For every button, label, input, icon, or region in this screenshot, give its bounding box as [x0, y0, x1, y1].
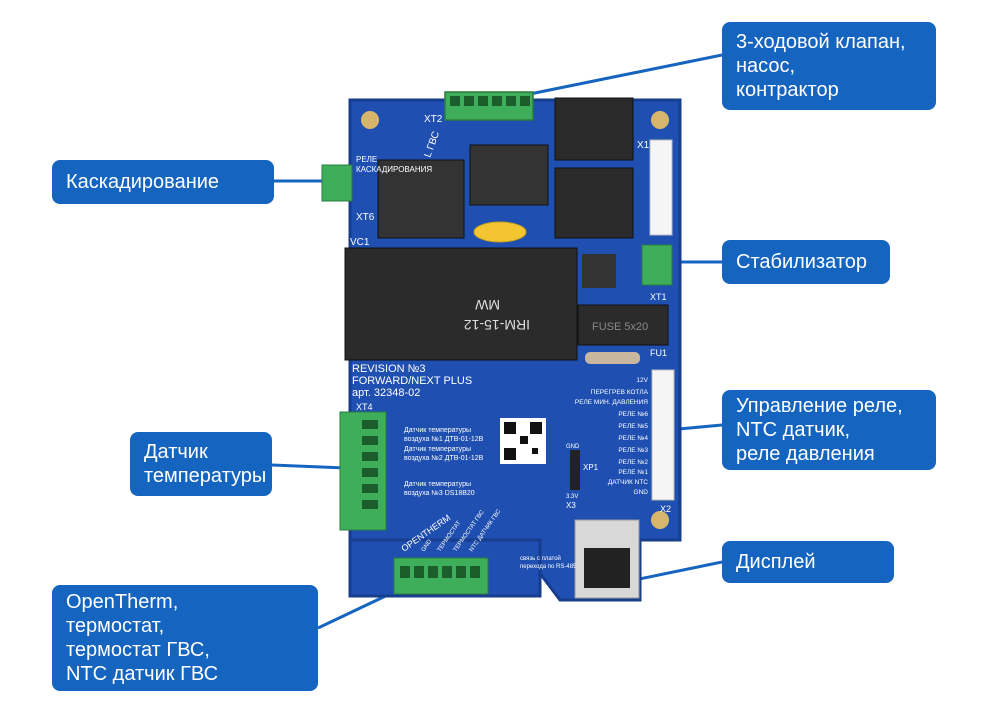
label-x1: X1: [637, 140, 650, 151]
sensor1-line1: Датчик температуры: [404, 427, 471, 434]
callout-line: термостат ГВС,: [66, 639, 210, 661]
relay-block: [377, 97, 634, 239]
psu-model: IRM-15-12: [464, 317, 530, 333]
sensor2-line1: Датчик температуры: [404, 446, 471, 453]
terminal-xt1: [641, 244, 673, 286]
sensor2-line2: воздуха №2 ДТВ-01-12В: [404, 455, 484, 462]
label-model: FORWARD/NEXT PLUS: [352, 375, 472, 387]
leader-valve: [524, 53, 723, 97]
label-xp1-33v: 3.3V: [566, 494, 578, 500]
callout-line: Стабилизатор: [736, 251, 868, 273]
callout-cascade: Каскадирование: [52, 160, 274, 204]
callout-line: температуры: [144, 465, 267, 487]
right-label: РЕЛЕ №5: [618, 423, 648, 430]
callout-opentherm: OpenTherm, термостат, термостат ГВС, NTC…: [52, 585, 318, 691]
fuse-holder: [577, 304, 669, 346]
label-x2: X2: [660, 504, 671, 514]
sensor3-line1: Датчик температуры: [404, 481, 471, 488]
label-x3: X3: [566, 501, 576, 510]
label-revision: REVISION №3: [352, 363, 426, 375]
switch: [582, 254, 616, 288]
callout-line: Дисплей: [736, 551, 816, 573]
label-xt6: XT6: [356, 212, 375, 223]
connector-x2: [651, 369, 675, 501]
right-label: РЕЛЕ №1: [618, 469, 648, 476]
label-xp1: XP1: [583, 463, 599, 472]
right-label: ДАТЧИК NTC: [608, 479, 648, 486]
label-rs485-1: связь с платой: [520, 555, 561, 562]
label-relay-cascade-2: КАСКАДИРОВАНИЯ: [356, 165, 432, 174]
callout-stabilizer: Стабилизатор: [722, 240, 890, 284]
mount-hole: [361, 111, 379, 129]
callout-temp: Датчик температуры: [130, 432, 272, 496]
mount-hole: [651, 511, 669, 529]
callout-line: NTC датчик ГВС: [66, 663, 219, 685]
right-label: GND: [634, 489, 649, 496]
right-label: 12V: [636, 377, 648, 384]
label-vc1: VC1: [350, 237, 370, 248]
label-relay-cascade-1: РЕЛЕ: [356, 155, 377, 164]
right-label: РЕЛЕ №6: [618, 411, 648, 418]
connector-x1: [649, 139, 673, 236]
callout-line: NTC датчик,: [736, 419, 851, 441]
right-label: РЕЛЕ МИН. ДАВЛЕНИЯ: [575, 399, 648, 406]
label-xt1: XT1: [650, 292, 667, 302]
right-labels: 12V ПЕРЕГРЕВ КОТЛА РЕЛЕ МИН. ДАВЛЕНИЯ РЕ…: [575, 377, 649, 496]
callout-relay: Управление реле, NTC датчик, реле давлен…: [722, 390, 936, 470]
callout-line: OpenTherm,: [66, 591, 179, 613]
terminal-xt2: [444, 91, 534, 121]
callout-line: контрактор: [736, 79, 839, 101]
header-xp1: [570, 450, 580, 490]
yellow-capacitor: [473, 221, 527, 243]
psu-brand: MW: [474, 297, 500, 313]
label-fu1: FU1: [650, 348, 667, 358]
callout-line: Каскадирование: [66, 171, 220, 193]
label-xt2: XT2: [424, 114, 443, 125]
callout-line: Датчик: [144, 441, 208, 463]
fuse-label: FUSE 5x20: [592, 321, 648, 333]
terminal-xt6: [321, 164, 353, 202]
psu-module: [344, 247, 578, 361]
callout-line: 3-ходовой клапан,: [736, 31, 906, 53]
callout-line: реле давления: [736, 443, 875, 465]
sensor1-line2: воздуха №1 ДТВ-01-12В: [404, 436, 484, 443]
leader-lines: [271, 53, 723, 630]
qr-code: [500, 418, 546, 464]
callout-display: Дисплей: [722, 541, 894, 583]
right-label: РЕЛЕ №4: [618, 435, 648, 442]
right-label: РЕЛЕ №2: [618, 459, 648, 466]
callout-line: термостат,: [66, 615, 165, 637]
callout-line: насос,: [736, 55, 796, 77]
right-label: ПЕРЕГРЕВ КОТЛА: [591, 389, 649, 396]
callout-line: Управление реле,: [736, 395, 903, 417]
label-article: арт. 32348-02: [352, 387, 420, 399]
mount-hole: [651, 111, 669, 129]
leader-temp: [271, 463, 347, 470]
label-rs485-2: перехода по RS-485: [520, 564, 577, 570]
label-xp1-gnd: GND: [566, 444, 580, 450]
label-xt4: XT4: [356, 402, 373, 412]
resistor: [585, 352, 640, 364]
callout-valve: 3-ходовой клапан, насос, контрактор: [722, 22, 936, 110]
sensor3-line2: воздуха №3 DS18B20: [404, 490, 475, 497]
right-label: РЕЛЕ №3: [618, 447, 648, 454]
